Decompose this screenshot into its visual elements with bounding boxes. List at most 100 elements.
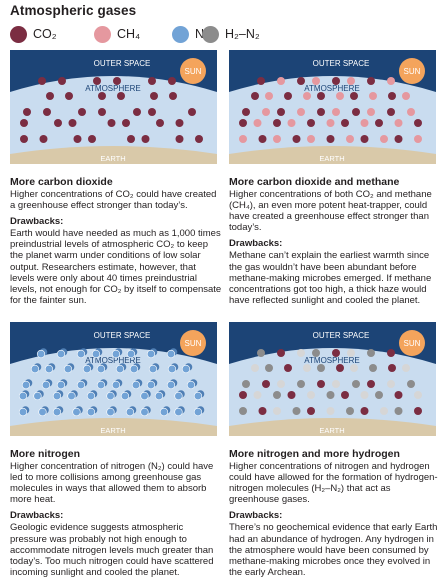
legend-label: H₂–N₂ bbox=[225, 27, 260, 41]
n2-molecule bbox=[181, 363, 193, 374]
co2-molecule bbox=[341, 119, 349, 127]
page-title: Atmospheric gases bbox=[10, 3, 137, 18]
co2-molecule bbox=[195, 135, 203, 143]
atmosphere-label: ATMOSPHERE bbox=[304, 356, 359, 365]
co2-molecule bbox=[387, 108, 395, 116]
ch4-molecule bbox=[297, 108, 305, 116]
sun-icon bbox=[399, 58, 425, 84]
h2-molecule bbox=[307, 391, 315, 399]
co2-molecule bbox=[168, 77, 176, 85]
h2n2-molecule bbox=[242, 380, 250, 388]
scenario-text-co2-methane: More carbon dioxide and methane Higher c… bbox=[229, 176, 441, 306]
drawbacks-heading: Drawbacks: bbox=[10, 510, 64, 522]
co2-molecule bbox=[133, 108, 141, 116]
co2-molecule bbox=[169, 92, 177, 100]
h2-molecule bbox=[414, 391, 422, 399]
n2-molecule bbox=[67, 390, 78, 401]
h2n2-swatch bbox=[202, 25, 219, 43]
ch4-molecule bbox=[307, 135, 315, 143]
h2-molecule bbox=[347, 349, 355, 357]
co2-molecule bbox=[188, 108, 196, 116]
h2-molecule bbox=[360, 391, 369, 399]
n2-molecule bbox=[193, 390, 205, 401]
n2-molecule bbox=[193, 406, 205, 417]
n2-molecule bbox=[44, 363, 56, 374]
ch4-swatch bbox=[94, 25, 111, 43]
n2-molecule bbox=[36, 348, 48, 359]
atmosphere-label: ATMOSPHERE bbox=[85, 356, 140, 365]
ch4-molecule bbox=[369, 92, 377, 100]
legend: CO₂ CH₄ N₂ H₂–N₂ bbox=[10, 24, 440, 44]
co2-molecule bbox=[394, 391, 403, 399]
ch4-molecule bbox=[347, 77, 355, 85]
n2-molecule bbox=[140, 406, 151, 417]
co2-molecule bbox=[317, 380, 325, 388]
co2-swatch bbox=[10, 25, 27, 43]
co2-molecule bbox=[277, 108, 285, 116]
co2-molecule bbox=[141, 135, 150, 143]
co2-molecule bbox=[341, 391, 349, 399]
scenario-title: More carbon dioxide and methane bbox=[229, 176, 400, 188]
h2n2-molecule bbox=[375, 391, 383, 399]
co2-molecule bbox=[332, 77, 340, 85]
h2n2-molecule bbox=[273, 391, 281, 399]
n2-molecule bbox=[166, 379, 178, 390]
h2n2-molecule bbox=[394, 407, 403, 415]
co2-molecule bbox=[73, 135, 82, 143]
scenario-title: More nitrogen and more hydrogen bbox=[229, 448, 400, 460]
n2-molecule bbox=[146, 348, 158, 359]
n2-molecule bbox=[106, 406, 117, 417]
earth-surface bbox=[229, 418, 436, 436]
n2-molecule bbox=[129, 363, 141, 374]
outer-space-label: OUTER SPACE bbox=[313, 59, 370, 68]
sun-icon bbox=[180, 58, 206, 84]
h2n2-molecule bbox=[317, 364, 325, 372]
co2-molecule bbox=[388, 364, 396, 372]
co2-molecule bbox=[394, 135, 403, 143]
scenario-text-nitrogen-hydrogen: More nitrogen and more hydrogen Higher c… bbox=[229, 448, 441, 578]
n2-molecule bbox=[82, 363, 94, 374]
legend-label: CH₄ bbox=[117, 27, 141, 41]
h2-molecule bbox=[402, 364, 410, 372]
earth-label: EARTH bbox=[100, 426, 125, 435]
n2-molecule bbox=[52, 406, 64, 417]
outer-space-label: OUTER SPACE bbox=[94, 59, 151, 68]
n2-molecule bbox=[30, 363, 42, 374]
drawbacks-heading: Drawbacks: bbox=[229, 510, 283, 522]
n2-molecule bbox=[38, 406, 49, 417]
ch4-molecule bbox=[312, 77, 320, 85]
n2-molecule bbox=[126, 348, 138, 359]
co2-molecule bbox=[307, 407, 315, 415]
drawbacks-text: Geologic evidence suggests atmospheric p… bbox=[10, 522, 214, 578]
ch4-molecule bbox=[326, 119, 335, 127]
h2n2-molecule bbox=[265, 364, 273, 372]
co2-molecule bbox=[277, 349, 285, 357]
ch4-molecule bbox=[253, 119, 262, 127]
n2-swatch bbox=[172, 25, 189, 43]
n2-molecule bbox=[167, 363, 179, 374]
h2n2-molecule bbox=[407, 380, 415, 388]
co2-molecule bbox=[175, 119, 184, 127]
n2-molecule bbox=[86, 406, 98, 417]
h2n2-molecule bbox=[367, 349, 375, 357]
h2n2-molecule bbox=[346, 407, 354, 415]
co2-molecule bbox=[20, 135, 28, 143]
co2-molecule bbox=[284, 92, 292, 100]
co2-molecule bbox=[414, 407, 422, 415]
co2-molecule bbox=[175, 135, 184, 143]
ch4-molecule bbox=[414, 135, 422, 143]
co2-molecule bbox=[239, 119, 247, 127]
n2-molecule bbox=[56, 348, 68, 359]
sun-label: SUN bbox=[404, 339, 421, 348]
co2-molecule bbox=[326, 135, 335, 143]
ch4-molecule bbox=[277, 77, 285, 85]
scenario-text-co2: More carbon dioxide Higher concentration… bbox=[10, 176, 222, 306]
scenario-title: More carbon dioxide bbox=[10, 176, 113, 188]
h2-molecule bbox=[297, 349, 305, 357]
co2-molecule bbox=[307, 119, 315, 127]
h2n2-molecule bbox=[297, 380, 305, 388]
sun-icon bbox=[180, 330, 206, 356]
co2-molecule bbox=[150, 92, 158, 100]
h2-molecule bbox=[326, 407, 335, 415]
